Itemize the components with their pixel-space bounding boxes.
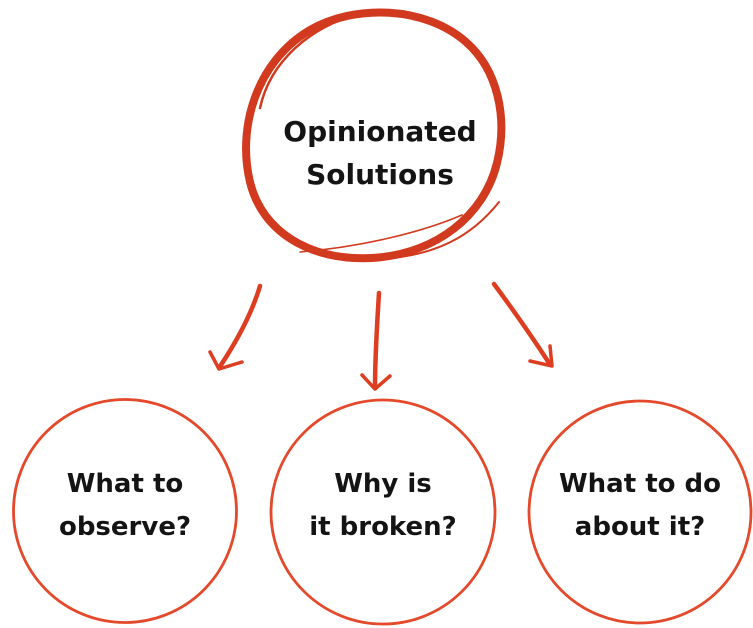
node-label-line1: Why is <box>334 469 432 499</box>
arrow-right-head <box>528 344 554 368</box>
root-node-label-line2: Solutions <box>306 158 454 191</box>
arrow-middle <box>360 290 392 391</box>
root-node-label: Opinionated Solutions <box>283 110 476 196</box>
arrow-left-head <box>208 350 244 371</box>
arrow-right <box>491 281 554 368</box>
node-label-line2: it broken? <box>309 512 457 542</box>
scribble-circle-echo-top <box>258 12 362 110</box>
scribble-circle-flick <box>299 214 463 253</box>
scribble-circle <box>242 8 506 263</box>
node-circle-why-is-it-broken <box>269 398 497 626</box>
arrow-left-shaft <box>216 283 263 371</box>
arrow-left <box>208 283 263 371</box>
node-label-why-is-it-broken: Why is it broken? <box>309 463 457 549</box>
scribble-circle-main <box>242 8 506 263</box>
node-label-line1: What to do <box>558 469 722 499</box>
scribble-circle-echo-bottom <box>245 171 500 261</box>
node-circle-what-to-observe <box>12 398 238 624</box>
arrow-right-shaft <box>491 281 552 366</box>
node-label-what-to-do: What to do about it? <box>559 463 721 549</box>
node-label-line2: about it? <box>574 512 706 542</box>
node-circle-what-to-do <box>527 399 753 625</box>
node-label-line2: observe? <box>58 512 192 542</box>
node-label-line1: What to <box>66 469 184 499</box>
root-node-label-line1: Opinionated <box>283 115 477 148</box>
arrow-middle-head <box>360 373 392 391</box>
node-label-what-to-observe: What to observe? <box>59 463 191 549</box>
arrow-middle-shaft <box>372 290 382 391</box>
